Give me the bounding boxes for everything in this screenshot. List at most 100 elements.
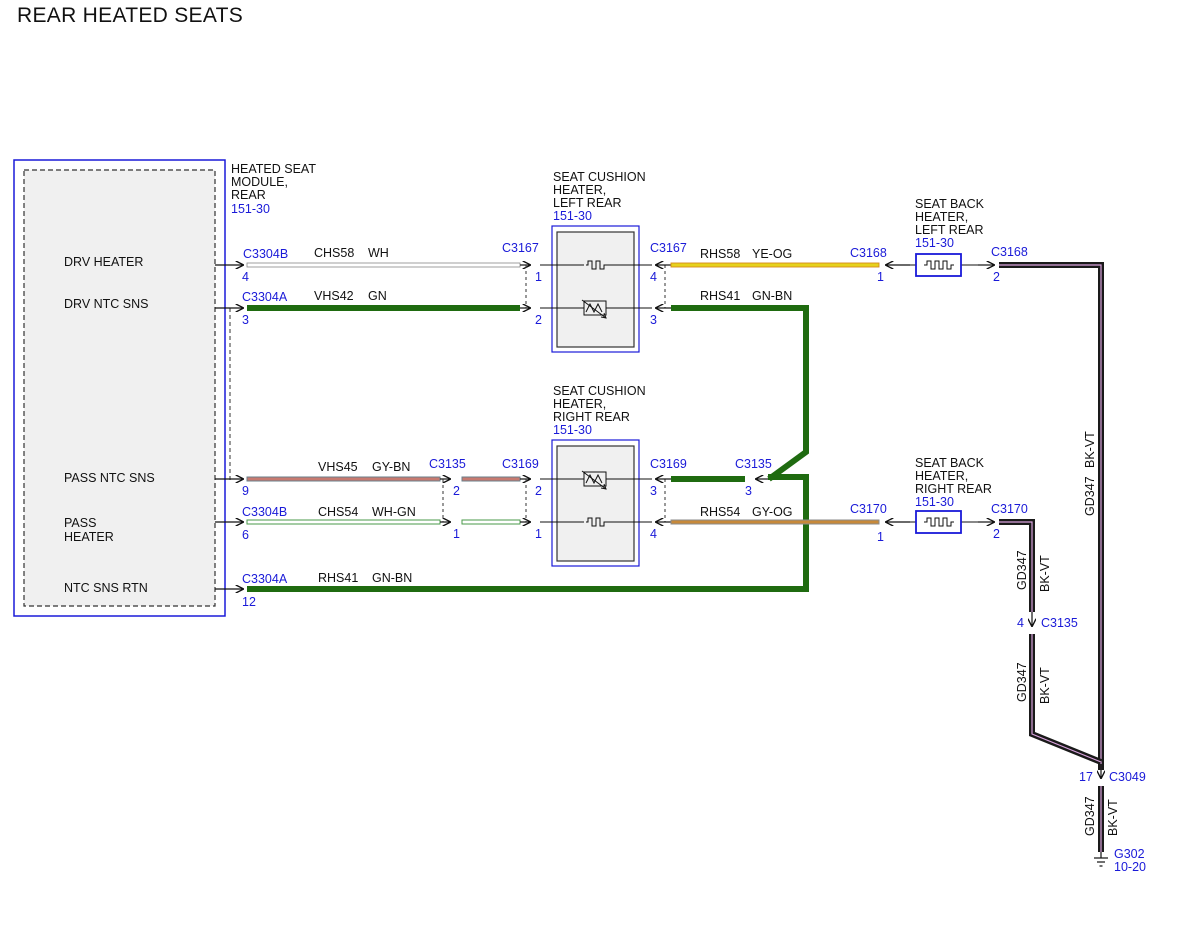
wire-vhs42-color: GN <box>368 289 387 303</box>
connector-c3304b-top-pin: 4 <box>242 270 249 284</box>
seat-cushion-heater-right <box>540 439 652 567</box>
module-pin-arrows <box>215 265 243 589</box>
connector-c3304b-bot-pin: 6 <box>242 528 249 542</box>
back-left-label-1: SEAT BACK <box>915 197 985 211</box>
wire-chs58-circuit: CHS58 <box>314 246 354 260</box>
connector-c3304b-top: C3304B <box>243 247 288 261</box>
cushion-left-label-2: HEATER, <box>553 183 606 197</box>
wire-vhs45 <box>246 477 530 481</box>
cushion-left-ref: 151-30 <box>553 209 592 223</box>
pin-label-drv-heater: DRV HEATER <box>64 255 143 269</box>
pin-label-heater: HEATER <box>64 530 114 544</box>
connector-c3304a-top-pin: 3 <box>242 313 249 327</box>
connector-c3168-out-pin: 2 <box>993 270 1000 284</box>
back-right-label-1: SEAT BACK <box>915 456 985 470</box>
cushion-right-ref: 151-30 <box>553 423 592 437</box>
wire-rhs41-top-color: GN-BN <box>752 289 792 303</box>
module-ref: 151-30 <box>231 202 270 216</box>
connector-c3167-out-pin-4: 4 <box>650 270 657 284</box>
connector-c3169-out: C3169 <box>650 457 687 471</box>
wire-chs54-color: WH-GN <box>372 505 416 519</box>
connector-c3170-in: C3170 <box>850 502 887 516</box>
connector-c3304a-top: C3304A <box>242 290 288 304</box>
wire-gd347-d-color: BK-VT <box>1106 799 1120 836</box>
wire-chs54 <box>246 520 530 524</box>
ground-icon <box>1094 852 1108 867</box>
cushion-right-label-3: RIGHT REAR <box>553 410 630 424</box>
connector-pass-ntc-pin: 9 <box>242 484 249 498</box>
connector-c3168-in: C3168 <box>850 246 887 260</box>
connector-c3169-out-pin-3: 3 <box>650 484 657 498</box>
cushion-right-label-2: HEATER, <box>553 397 606 411</box>
wire-rhs54-circuit: RHS54 <box>700 505 740 519</box>
wire-chs58 <box>246 263 530 267</box>
wire-gd347-a-circuit: GD347 <box>1083 476 1097 516</box>
connector-c3167-out: C3167 <box>650 241 687 255</box>
wire-gd347-b-circuit: GD347 <box>1015 550 1029 590</box>
wire-gd347-right-rear <box>999 519 1103 765</box>
connector-c3170-out: C3170 <box>991 502 1028 516</box>
back-left-ref: 151-30 <box>915 236 954 250</box>
connector-c3169-in: C3169 <box>502 457 539 471</box>
wire-rhs41-top <box>671 305 809 482</box>
wire-rhs41-bottom-color: GN-BN <box>372 571 412 585</box>
connector-c3049-pin: 17 <box>1079 770 1093 784</box>
ground-g302: G302 <box>1114 847 1145 861</box>
pin-label-pass-ntc-sns: PASS NTC SNS <box>64 471 155 485</box>
module-name-line-3: REAR <box>231 188 266 202</box>
wire-vhs42-circuit: VHS42 <box>314 289 354 303</box>
wire-gd347-a-color: BK-VT <box>1083 431 1097 468</box>
connector-c3049: C3049 <box>1109 770 1146 784</box>
back-right-label-2: HEATER, <box>915 469 968 483</box>
wire-gd347-left-rear <box>999 262 1104 770</box>
back-left-label-2: HEATER, <box>915 210 968 224</box>
connector-c3135-gnd-pin: 4 <box>1017 616 1024 630</box>
back-right-label-3: RIGHT REAR <box>915 482 992 496</box>
connector-c3169-in-pin-2: 2 <box>535 484 542 498</box>
connector-c3167-out-pin-3: 3 <box>650 313 657 327</box>
cushion-right-label-1: SEAT CUSHION <box>553 384 646 398</box>
thermistor-icon <box>581 470 607 490</box>
connector-c3135-gnd: C3135 <box>1041 616 1078 630</box>
connector-c3167-in: C3167 <box>502 241 539 255</box>
wire-rhs58 <box>670 262 880 268</box>
connector-c3167-in-pin-1: 1 <box>535 270 542 284</box>
connector-c3170-in-pin: 1 <box>877 530 884 544</box>
thermistor-icon <box>581 299 607 319</box>
wire-gd347-c-color: BK-VT <box>1038 667 1052 704</box>
wire-gd347-b-color: BK-VT <box>1038 555 1052 592</box>
wire-gd347-d-circuit: GD347 <box>1083 796 1097 836</box>
connector-c3304a-bot-pin: 12 <box>242 595 256 609</box>
connector-c3135-inline-pin-1: 1 <box>453 527 460 541</box>
connector-c3135-inline-pin-2: 2 <box>453 484 460 498</box>
ground-g302-ref: 10-20 <box>1114 860 1146 874</box>
wire-chs54-circuit: CHS54 <box>318 505 358 519</box>
module-name-line-1: HEATED SEAT <box>231 162 316 176</box>
connector-c3168-out: C3168 <box>991 245 1028 259</box>
seat-cushion-heater-left <box>540 225 652 353</box>
connector-c3304b-bot: C3304B <box>242 505 287 519</box>
connector-c3170-out-pin: 2 <box>993 527 1000 541</box>
wire-gd347-c-circuit: GD347 <box>1015 662 1029 702</box>
module-name-line-2: MODULE, <box>231 175 288 189</box>
wire-rhs58-color: YE-OG <box>752 247 792 261</box>
page-title: REAR HEATED SEATS <box>17 4 244 27</box>
back-right-ref: 151-30 <box>915 495 954 509</box>
connector-c3135-mid-pin: 3 <box>745 484 752 498</box>
back-left-label-3: LEFT REAR <box>915 223 984 237</box>
wire-rhs54-color: GY-OG <box>752 505 793 519</box>
connector-c3168-in-pin: 1 <box>877 270 884 284</box>
wire-rhs41-top-circuit: RHS41 <box>700 289 740 303</box>
connector-c3169-out-pin-4: 4 <box>650 527 657 541</box>
cushion-left-label-1: SEAT CUSHION <box>553 170 646 184</box>
pin-label-pass: PASS <box>64 516 96 530</box>
seat-back-heater-left <box>900 253 990 277</box>
pin-label-drv-ntc-sns: DRV NTC SNS <box>64 297 149 311</box>
wire-rhs41-return <box>247 474 809 592</box>
connector-c3135-inline: C3135 <box>429 457 466 471</box>
seat-back-heater-right <box>900 510 990 534</box>
wire-rhs58-circuit: RHS58 <box>700 247 740 261</box>
heater-element-icon <box>584 516 606 527</box>
connector-c3169-in-pin-1: 1 <box>535 527 542 541</box>
